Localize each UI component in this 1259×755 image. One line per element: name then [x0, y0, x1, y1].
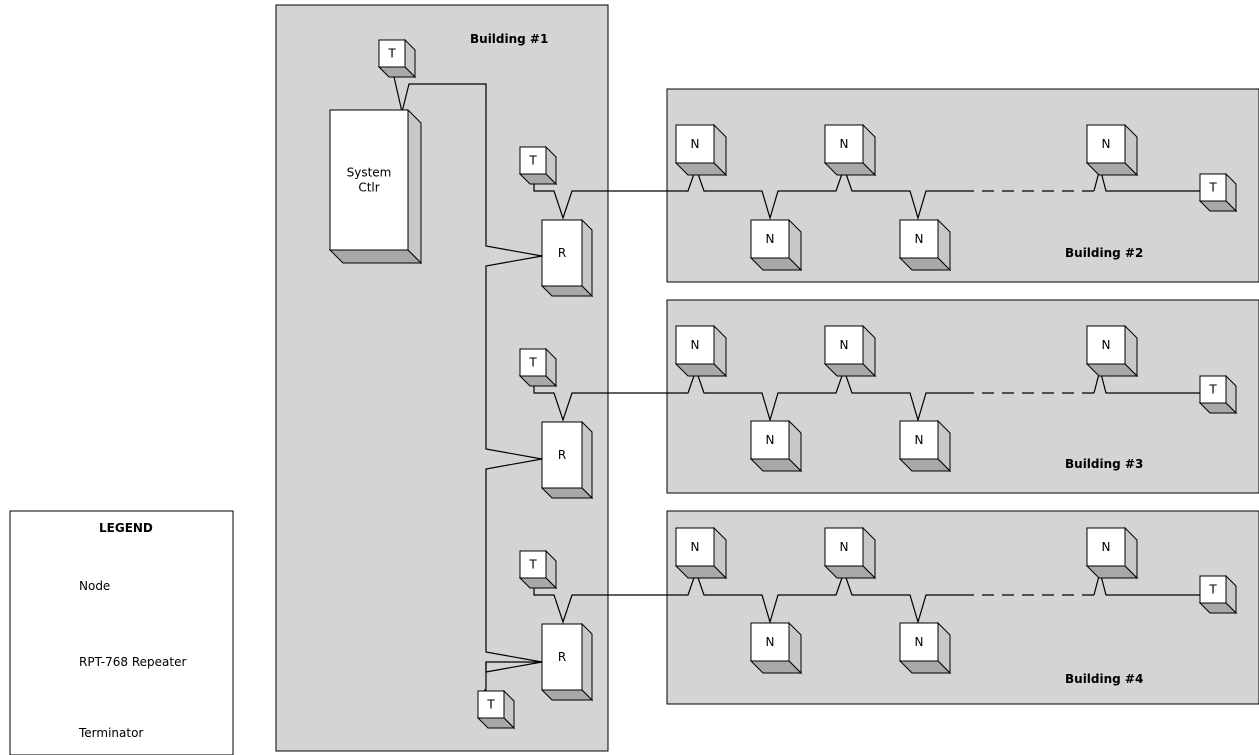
svg-text:N: N	[1102, 137, 1111, 151]
repeater-2: R	[540, 420, 594, 500]
building-2-node-2: N	[823, 123, 877, 177]
svg-text:N: N	[840, 338, 849, 352]
building-2-label: Building #2	[1065, 246, 1143, 260]
building-3-node-3: N	[1085, 324, 1139, 378]
svg-text:N: N	[915, 232, 924, 246]
terminator-bus-2: T	[518, 347, 558, 388]
network-wiring	[391, 67, 1200, 691]
device-layer: SystemCtlrTTTTTRRRNNNNNTNNNNNTNNNNNTNRT	[14, 38, 1238, 748]
building-3-terminator: T	[1198, 374, 1238, 415]
svg-text:N: N	[691, 540, 700, 554]
building-4-panel	[666, 510, 1259, 705]
svg-text:System: System	[347, 166, 392, 180]
svg-text:N: N	[1102, 338, 1111, 352]
svg-text:N: N	[766, 635, 775, 649]
building-4-label: Building #4	[1065, 672, 1143, 686]
legend-title: LEGEND	[99, 521, 153, 535]
building-2-node-1: N	[674, 123, 728, 177]
legend-label-repeater: RPT-768 Repeater	[79, 655, 186, 669]
building-2-terminator: T	[1198, 172, 1238, 213]
repeater-3: R	[540, 622, 594, 702]
building-4-terminator: T	[1198, 574, 1238, 615]
repeater-1: R	[540, 218, 594, 298]
svg-text:N: N	[691, 137, 700, 151]
svg-text:N: N	[840, 540, 849, 554]
svg-text:N: N	[840, 137, 849, 151]
terminator-bus-1: T	[518, 145, 558, 186]
svg-text:N: N	[691, 338, 700, 352]
svg-text:T: T	[528, 558, 537, 572]
legend-label-node: Node	[79, 579, 110, 593]
svg-text:T: T	[1208, 181, 1217, 195]
terminator-backbone-end: T	[476, 689, 516, 730]
building-4-node-1: N	[674, 526, 728, 580]
svg-text:N: N	[766, 232, 775, 246]
building-2-node-5: N	[898, 218, 952, 272]
legend-box	[9, 510, 234, 755]
svg-text:R: R	[558, 650, 566, 664]
legend-label-terminator: Terminator	[78, 726, 143, 740]
building-2-node-3: N	[1085, 123, 1139, 177]
svg-text:T: T	[486, 698, 495, 712]
terminator-bus-3: T	[518, 549, 558, 590]
building-3-node-4: N	[749, 419, 803, 473]
svg-text:R: R	[558, 246, 566, 260]
building-2-node-4: N	[749, 218, 803, 272]
svg-text:N: N	[915, 635, 924, 649]
terminator-controller: T	[377, 38, 417, 79]
building-4-node-3: N	[1085, 526, 1139, 580]
building-3-node-5: N	[898, 419, 952, 473]
svg-text:T: T	[387, 47, 396, 61]
building-3-label: Building #3	[1065, 457, 1143, 471]
svg-text:T: T	[1208, 383, 1217, 397]
svg-text:R: R	[558, 448, 566, 462]
building-4-node-5: N	[898, 621, 952, 675]
svg-text:N: N	[915, 433, 924, 447]
building-3-node-1: N	[674, 324, 728, 378]
svg-text:N: N	[1102, 540, 1111, 554]
building-4-node-4: N	[749, 621, 803, 675]
building-3-node-2: N	[823, 324, 877, 378]
building-4-node-2: N	[823, 526, 877, 580]
svg-text:Ctlr: Ctlr	[358, 181, 379, 195]
svg-text:T: T	[1208, 583, 1217, 597]
svg-text:T: T	[528, 356, 537, 370]
building-1-label: Building #1	[470, 32, 548, 46]
svg-text:N: N	[766, 433, 775, 447]
svg-text:T: T	[528, 154, 537, 168]
